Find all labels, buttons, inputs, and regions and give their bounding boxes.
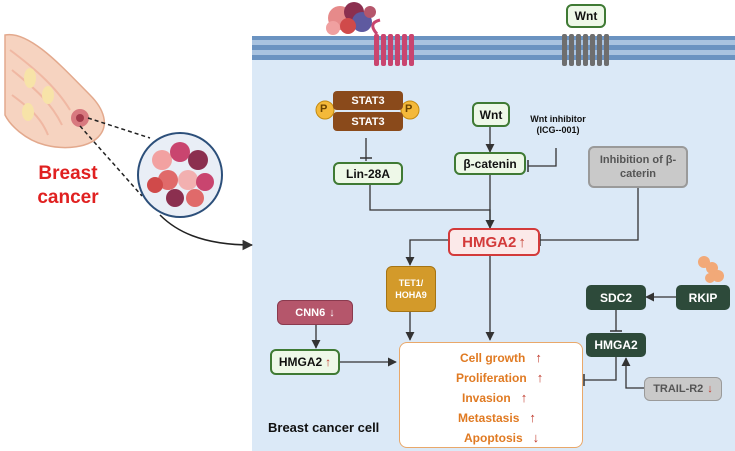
phospho-right-label: P	[405, 103, 413, 115]
tumor-cells-icon	[137, 132, 223, 218]
outcome-item: Cell growth ↑	[400, 348, 582, 368]
ligand-cluster-icon	[326, 2, 376, 35]
wnt-inhibitor-label: Wnt inhibitor (ICG--001)	[530, 114, 586, 135]
tet1-box: TET1/ HOHA9	[386, 266, 436, 312]
receptor-gray	[562, 34, 609, 66]
arrow-trail-hmga2	[621, 357, 644, 389]
outcome-label: Proliferation	[456, 371, 527, 385]
down-arrow-icon: ↓	[329, 306, 335, 319]
arrow-into-cell	[159, 214, 254, 251]
outcome-list: Cell growth↑Proliferation↑Invasion↑Metas…	[400, 348, 582, 448]
up-arrow-icon: ↑	[535, 350, 542, 365]
outcome-item: Invasion ↑	[400, 388, 582, 408]
lin28a-box: Lin-28A	[333, 162, 403, 185]
wnt-box: Wnt	[472, 102, 510, 127]
wnt-receptor-label: Wnt	[566, 4, 606, 28]
outcomes-box: Cell growth↑Proliferation↑Invasion↑Metas…	[399, 342, 583, 448]
cell-label: Breast cancer cell	[268, 420, 380, 435]
up-arrow-icon: ↑	[536, 370, 544, 385]
receptor-pink	[371, 18, 414, 66]
trail-r2-box: TRAIL-R2 ↓	[644, 377, 722, 401]
down-arrow-icon: ↓	[707, 383, 713, 395]
breast-illustration	[4, 33, 106, 149]
cell-membrane	[252, 36, 735, 60]
trail-r2-label: TRAIL-R2	[653, 383, 704, 395]
hmga2-center-box: HMGA2 ↑	[448, 228, 540, 256]
down-arrow-icon: ↓	[532, 430, 540, 445]
phospho-left-label: P	[320, 103, 328, 115]
phospho-left-icon	[315, 100, 335, 120]
sdc2-box: SDC2	[586, 285, 646, 310]
outcome-label: Cell growth	[460, 351, 526, 365]
beta-catenin-box: β-catenin	[454, 152, 526, 175]
hmga2-left-box: HMGA2 ↑	[270, 349, 340, 375]
up-arrow-icon: ↑	[529, 410, 536, 425]
inhibition-beta-box: Inhibition of β- caterin	[588, 146, 688, 188]
outcome-label: Apoptosis	[464, 431, 523, 445]
up-arrow-icon: ↑	[520, 390, 528, 405]
outcome-label: Invasion	[462, 391, 511, 405]
inhibit-wnt-inhibitor	[528, 148, 557, 167]
outcome-item: Metastasis ↑	[400, 408, 582, 428]
outcome-label: Metastasis	[458, 411, 520, 425]
hmga2-left-label: HMGA2	[278, 355, 323, 369]
inhibit-beta-hmga2	[540, 188, 639, 241]
hmga2-center-label: HMGA2	[462, 233, 517, 251]
zoom-line-bottom	[79, 125, 143, 197]
arrow-hmga2-tet1	[405, 239, 448, 266]
outcome-item: Proliferation ↑	[400, 368, 582, 388]
inhibit-hmga2right-outcomes	[584, 356, 617, 381]
up-arrow-icon: ↑	[518, 233, 526, 251]
zoom-line-top	[87, 117, 151, 139]
up-arrow-icon: ↑	[325, 355, 332, 369]
rkip-ligand-icon	[698, 256, 724, 283]
stat3-top: STAT3	[333, 91, 403, 110]
outcome-item: Apoptosis ↓	[400, 428, 582, 448]
hmga2-right-box: HMGA2	[586, 333, 646, 357]
stat3-bottom: STAT3	[333, 112, 403, 131]
phospho-right-icon	[400, 100, 420, 120]
cnn6-box: CNN6 ↓	[277, 300, 353, 325]
rkip-box: RKIP	[676, 285, 730, 310]
cnn6-label: CNN6	[295, 306, 326, 319]
